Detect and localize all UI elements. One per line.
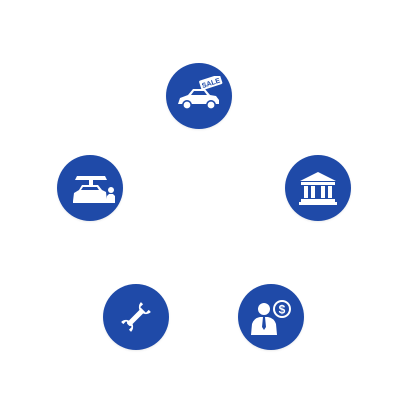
car-for-sale-icon: SALE [178, 76, 223, 110]
service-badge [103, 284, 169, 350]
finance-badge: $ [238, 284, 304, 350]
dollar-symbol: $ [279, 303, 286, 317]
wrench-icon [121, 302, 151, 332]
bank-icon [299, 172, 337, 205]
car-sale-badge: SALE [166, 63, 232, 129]
dealership-badge [57, 155, 123, 221]
financial-advisor-icon: $ [251, 300, 291, 335]
car-dealership-icon [73, 176, 115, 203]
bank-badge [285, 155, 351, 221]
